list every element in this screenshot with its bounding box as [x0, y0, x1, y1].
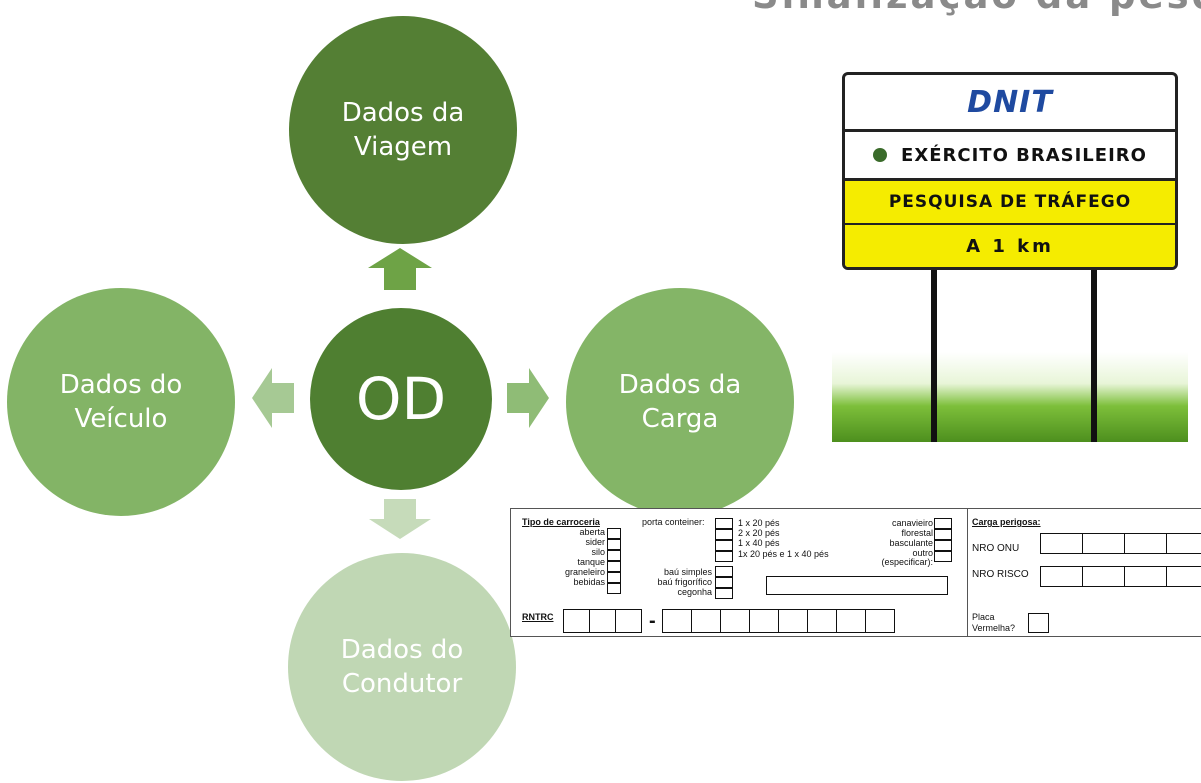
node-od-label: OD — [355, 365, 447, 433]
checkbox[interactable] — [607, 528, 621, 539]
form-divider — [967, 509, 968, 636]
checkbox[interactable] — [607, 550, 621, 561]
porta-option: 1 x 20 pés — [738, 518, 780, 528]
placa-checkbox[interactable] — [1028, 613, 1049, 633]
onu-digit[interactable] — [1124, 533, 1167, 554]
tipo-header: Tipo de carroceria — [522, 517, 600, 527]
bau-item: baú frigorífico — [657, 577, 712, 587]
rntrc-digit[interactable] — [662, 609, 692, 633]
checkbox[interactable] — [934, 540, 952, 551]
checkbox[interactable] — [607, 572, 621, 583]
dnit-logo: DNIT — [845, 75, 1175, 132]
node-carga: Dados da Carga — [566, 288, 794, 516]
arrow-left-icon — [252, 368, 294, 428]
rntrc-digit[interactable] — [807, 609, 837, 633]
placa-label-line2: Vermelha? — [972, 623, 1016, 633]
carga-header: Carga perigosa: — [972, 517, 1041, 527]
onu-digit[interactable] — [1166, 533, 1201, 554]
checkbox[interactable] — [715, 588, 733, 599]
checkbox[interactable] — [934, 518, 952, 529]
checkbox[interactable] — [607, 583, 621, 594]
risco-digit[interactable] — [1166, 566, 1201, 587]
sign-org-text: EXÉRCITO BRASILEIRO — [901, 144, 1147, 166]
rntrc-digit[interactable] — [865, 609, 895, 633]
onu-digit[interactable] — [1040, 533, 1083, 554]
right-item: florestal — [901, 528, 933, 538]
node-viagem: Dados da Viagem — [289, 16, 517, 244]
sign-line1: PESQUISA DE TRÁFEGO — [845, 181, 1175, 225]
emblem-icon — [873, 148, 888, 162]
nro-onu-label: NRO ONU — [972, 543, 1020, 554]
node-veiculo: Dados do Veículo — [7, 288, 235, 516]
tipo-item: silo — [591, 547, 605, 557]
rntrc-digit[interactable] — [778, 609, 808, 633]
rntrc-digit[interactable] — [720, 609, 750, 633]
tipo-item: tanque — [577, 557, 605, 567]
right-item: basculante — [889, 538, 933, 548]
survey-form-excerpt: Tipo de carroceria aberta sider silo tan… — [510, 508, 1201, 637]
tipo-item: bebidas — [573, 577, 605, 587]
checkbox[interactable] — [715, 529, 733, 540]
checkbox[interactable] — [934, 551, 952, 562]
especificar-label: (especificar): — [881, 557, 933, 567]
porta-option: 1x 20 pés e 1 x 40 pés — [738, 549, 829, 559]
especificar-field[interactable] — [766, 576, 948, 595]
tipo-item: sider — [585, 537, 605, 547]
arrow-down-icon — [369, 499, 431, 539]
bau-item: baú simples — [663, 567, 712, 577]
rntrc-digit[interactable] — [749, 609, 779, 633]
rntrc-digit[interactable] — [836, 609, 866, 633]
rntrc-label: RNTRC — [522, 612, 554, 622]
node-viagem-label: Dados da Viagem — [341, 98, 465, 162]
checkbox[interactable] — [715, 540, 733, 551]
onu-digit[interactable] — [1082, 533, 1125, 554]
traffic-survey-sign: DNIT EXÉRCITO BRASILEIRO PESQUISA DE TRÁ… — [832, 60, 1188, 442]
grass-image — [832, 352, 1188, 442]
sign-board: DNIT EXÉRCITO BRASILEIRO PESQUISA DE TRÁ… — [842, 72, 1178, 270]
node-condutor: Dados do Condutor — [288, 553, 516, 781]
nro-risco-label: NRO RISCO — [972, 569, 1029, 580]
placa-label-line1: Placa — [972, 612, 995, 622]
right-item: outro — [912, 548, 933, 558]
tipo-item: graneleiro — [564, 567, 605, 577]
arrow-right-icon — [507, 368, 549, 428]
rntrc-dash: - — [649, 610, 656, 632]
porta-option: 2 x 20 pés — [738, 528, 780, 538]
sign-org: EXÉRCITO BRASILEIRO — [845, 132, 1175, 181]
checkbox[interactable] — [715, 551, 733, 562]
risco-digit[interactable] — [1082, 566, 1125, 587]
porta-option: 1 x 40 pés — [738, 538, 780, 548]
node-od-center: OD — [310, 308, 492, 490]
arrow-up-icon — [368, 248, 432, 290]
node-veiculo-label: Dados do Veículo — [59, 370, 183, 434]
rntrc-digit[interactable] — [691, 609, 721, 633]
checkbox[interactable] — [607, 561, 621, 572]
tipo-item: aberta — [579, 527, 605, 537]
sign-line2: A 1 km — [845, 225, 1175, 267]
checkbox[interactable] — [607, 539, 621, 550]
sign-post-right — [1091, 260, 1097, 442]
rntrc-digit[interactable] — [589, 609, 616, 633]
checkbox[interactable] — [715, 566, 733, 577]
checkbox[interactable] — [715, 518, 733, 529]
sign-post-left — [931, 260, 937, 442]
bau-item: cegonha — [677, 587, 712, 597]
rntrc-digit[interactable] — [563, 609, 590, 633]
checkbox[interactable] — [934, 529, 952, 540]
risco-digit[interactable] — [1040, 566, 1083, 587]
node-condutor-label: Dados do Condutor — [340, 635, 464, 699]
rntrc-digit[interactable] — [615, 609, 642, 633]
checkbox[interactable] — [715, 577, 733, 588]
page-title: Sinalização da pesqu — [752, 0, 1201, 17]
risco-digit[interactable] — [1124, 566, 1167, 587]
porta-label: porta conteiner: — [642, 517, 705, 527]
right-item: canavieiro — [891, 518, 933, 528]
node-carga-label: Dados da Carga — [618, 370, 742, 434]
